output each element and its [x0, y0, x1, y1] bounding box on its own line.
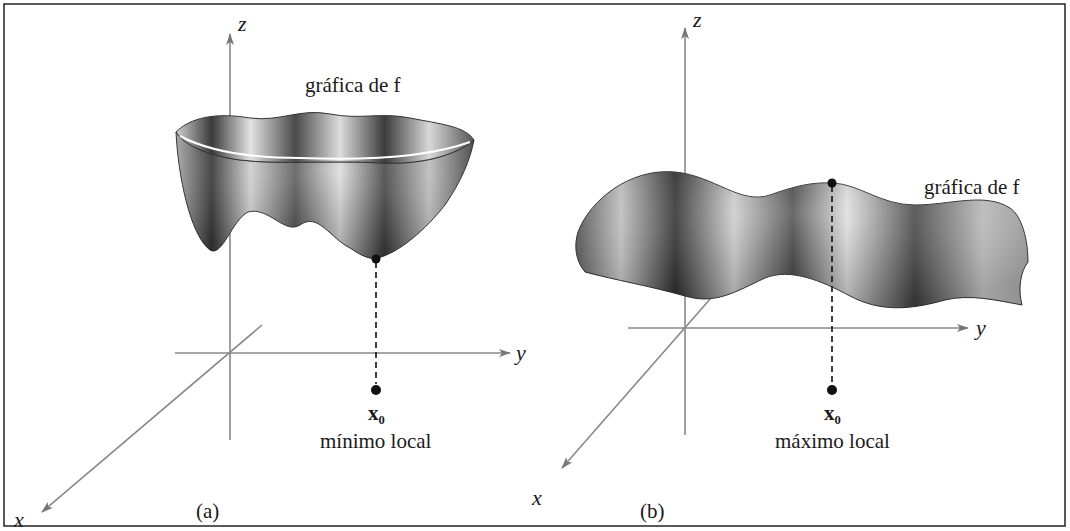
max-marker	[827, 179, 837, 396]
graph-label: gráfica de f	[924, 176, 1020, 199]
surface-a	[176, 112, 474, 258]
axis-label: z	[238, 12, 247, 36]
min-marker	[371, 255, 381, 396]
point-label: x₀	[368, 402, 385, 425]
surface-b	[576, 172, 1028, 308]
panel-label: (b)	[640, 500, 665, 523]
graph-label: gráfica de f	[305, 74, 401, 97]
panel-label: (a)	[196, 500, 219, 523]
point-label: x₀	[824, 402, 841, 425]
axes-a	[42, 34, 510, 512]
axis-label: x	[532, 486, 542, 510]
axis-label: x	[14, 508, 24, 531]
frame	[4, 4, 1065, 526]
caption-label: mínimo local	[320, 430, 431, 453]
axis-label: y	[516, 341, 526, 365]
axis-label: z	[693, 8, 702, 32]
axis-label: y	[976, 316, 986, 340]
caption-label: máximo local	[775, 430, 890, 453]
